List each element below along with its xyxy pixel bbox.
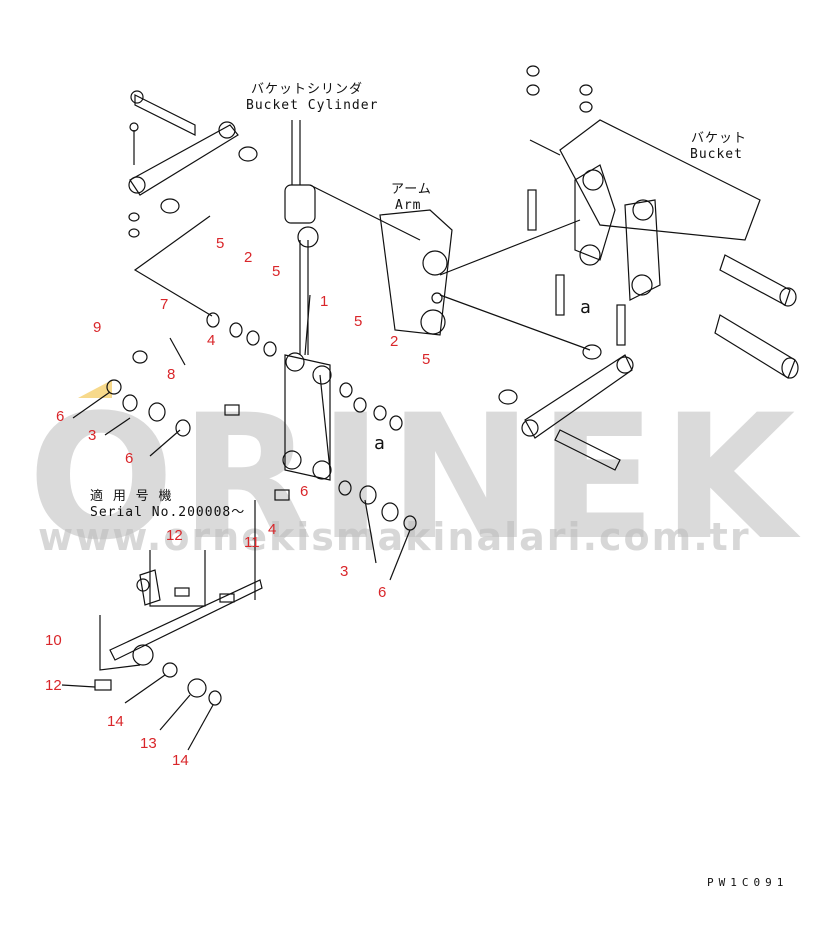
callout-4: 4: [268, 521, 277, 538]
bucket-label-en: Bucket: [690, 147, 743, 162]
arm-label-jp: アーム: [391, 182, 432, 197]
callout-1: 1: [320, 293, 329, 310]
callout-5: 5: [422, 351, 431, 368]
bucket-cylinder-label-en: Bucket Cylinder: [246, 98, 379, 113]
callout-11: 11: [244, 534, 260, 551]
serial-label-jp: 適 用 号 機: [90, 489, 173, 504]
watermark-brand: ORINEK: [28, 377, 802, 578]
callout-14: 14: [172, 752, 189, 769]
callout-3: 3: [340, 563, 349, 580]
callout-9: 9: [93, 319, 102, 336]
callout-5: 5: [216, 235, 225, 252]
bucket-cylinder-label-jp: バケットシリンダ: [251, 82, 364, 97]
callout-6: 6: [56, 408, 65, 425]
callout-13: 13: [140, 735, 157, 752]
callout-3: 3: [88, 427, 97, 444]
reference-a-link: a: [374, 433, 386, 454]
serial-label-en: Serial No.200008〜: [90, 505, 246, 520]
callout-6: 6: [300, 483, 309, 500]
callout-6: 6: [378, 584, 387, 601]
reference-a-bucket: a: [580, 297, 592, 318]
callout-8: 8: [167, 366, 176, 383]
callout-12: 12: [166, 527, 183, 544]
callout-5: 5: [272, 263, 281, 280]
callout-6: 6: [125, 450, 134, 467]
diagram-code: PW1C091: [707, 876, 789, 889]
callout-2: 2: [390, 333, 399, 350]
highlight-marker-icon: [78, 380, 112, 398]
callout-12: 12: [45, 677, 62, 694]
arm-label-en: Arm: [395, 198, 422, 213]
bucket-label-jp: バケット: [691, 131, 748, 146]
callout-14: 14: [107, 713, 124, 730]
callout-2: 2: [244, 249, 253, 266]
callout-10: 10: [45, 632, 62, 649]
callout-4: 4: [207, 332, 216, 349]
callout-5: 5: [354, 313, 363, 330]
watermark-url: www.ornekismakinalari.com.tr: [38, 515, 751, 559]
callout-7: 7: [160, 296, 169, 313]
